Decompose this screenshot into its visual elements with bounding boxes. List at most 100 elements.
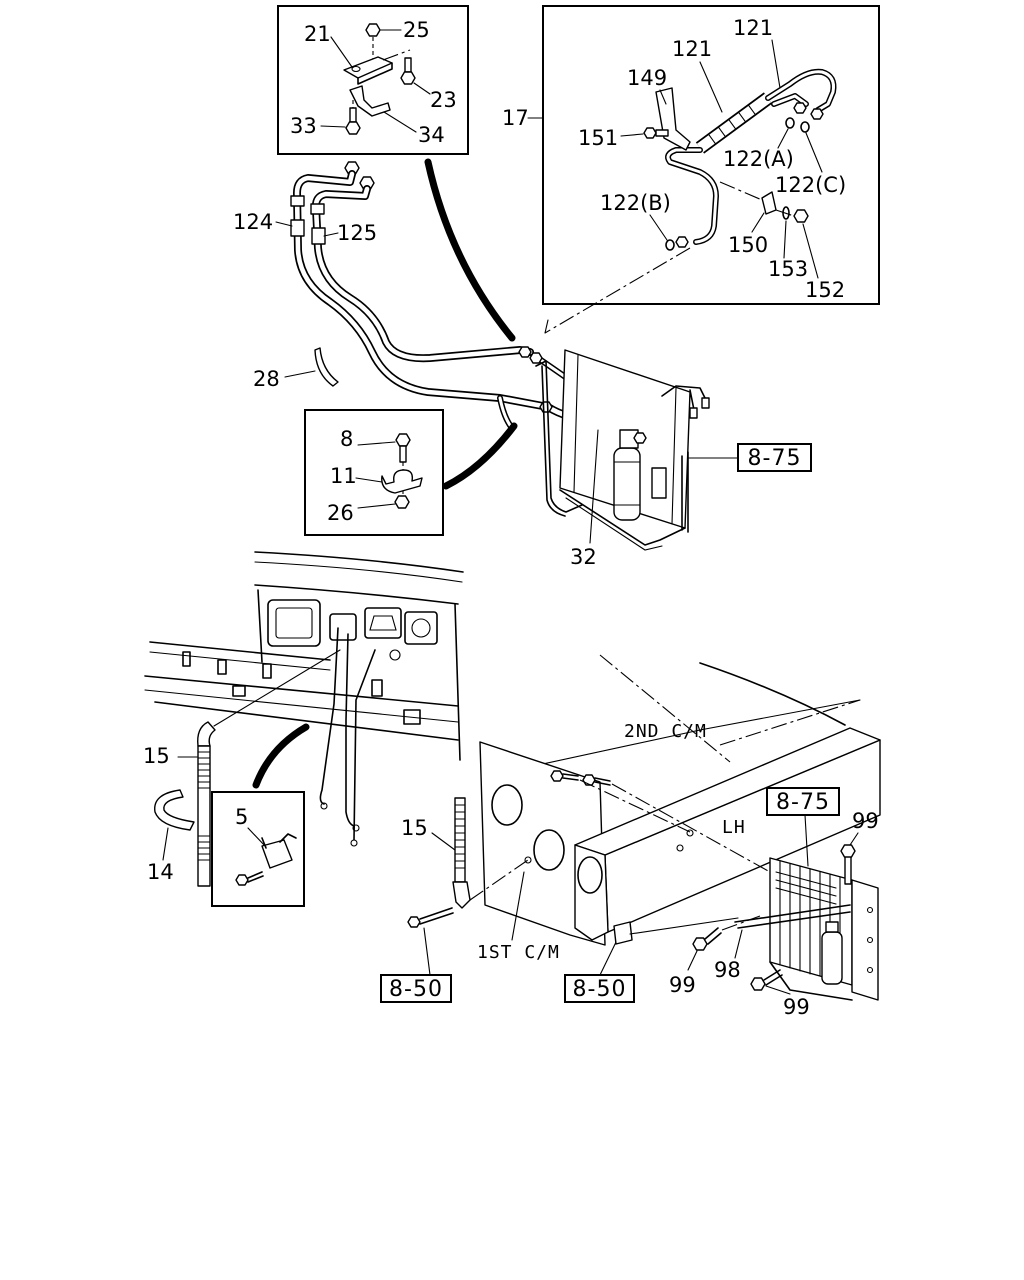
callout-152: 152 xyxy=(805,278,845,302)
frame-bracket xyxy=(182,651,191,667)
hose-coupler xyxy=(290,219,305,237)
condenser-upper xyxy=(535,349,710,551)
bolt-guide xyxy=(611,783,771,873)
switch-bolt-head xyxy=(235,874,249,886)
leader-1st-cm xyxy=(511,871,525,941)
note-first-cm: 1ST C/M xyxy=(477,942,560,963)
leader-21 xyxy=(330,36,353,68)
callout-151: 151 xyxy=(578,126,618,150)
o-ring-122a xyxy=(785,117,795,129)
rail-hole xyxy=(676,844,684,852)
drain-hose-ribs xyxy=(454,804,466,869)
callout-149: 149 xyxy=(627,66,667,90)
callout-11: 11 xyxy=(330,464,357,488)
note-second-cm: 2ND C/M xyxy=(624,721,707,742)
hose-guide xyxy=(469,859,529,901)
detail-pointer-arc xyxy=(442,422,518,490)
leader-34 xyxy=(383,111,417,133)
centerline xyxy=(719,699,861,746)
callout-17: 17 xyxy=(502,106,529,130)
frame-bracket xyxy=(535,360,583,513)
detail-pointer-arc xyxy=(424,158,516,342)
leader-23 xyxy=(413,82,431,95)
callout-33: 33 xyxy=(290,114,317,138)
fin xyxy=(775,879,837,897)
mount-link xyxy=(629,917,739,935)
frame-hole xyxy=(389,649,401,661)
rail-hole xyxy=(686,829,694,837)
cross-member-line xyxy=(144,689,459,723)
wire-terminal xyxy=(701,397,710,409)
hose-121-ribs xyxy=(707,104,757,145)
pipe-nut xyxy=(539,401,553,413)
callout-153: 153 xyxy=(768,257,808,281)
callout-5: 5 xyxy=(235,805,248,829)
bolt-8-shaft xyxy=(399,445,407,463)
core-edge xyxy=(573,354,579,493)
bolt-99-shaft xyxy=(704,927,722,945)
panel-edge xyxy=(454,603,461,761)
core-edge xyxy=(671,387,677,525)
rib xyxy=(737,111,747,123)
inset-frame xyxy=(542,5,880,305)
leader-122a xyxy=(777,128,789,149)
callout-32: 32 xyxy=(570,545,597,569)
leader-153 xyxy=(783,220,787,259)
callout-122b: 122(B) xyxy=(600,191,671,215)
leader-99 xyxy=(849,832,859,846)
drain-hose-elbow xyxy=(197,721,216,747)
rail-cutout xyxy=(577,856,603,894)
note-lh: LH xyxy=(722,817,746,838)
bolt-23-head xyxy=(400,71,416,85)
inset-frame xyxy=(304,409,444,536)
callout-15: 15 xyxy=(401,816,428,840)
side-rod xyxy=(681,451,689,533)
nut-25 xyxy=(365,23,381,37)
rib xyxy=(717,126,727,138)
callout-15: 15 xyxy=(143,744,170,768)
leader-121-top xyxy=(771,39,781,89)
cross-member-line xyxy=(144,675,459,707)
pipe-nut xyxy=(793,102,807,114)
cab-outline xyxy=(699,662,846,726)
mount-tab xyxy=(613,921,633,945)
harness-wire xyxy=(661,385,707,411)
harness-wire xyxy=(353,649,376,841)
centerline xyxy=(599,654,731,763)
inset-clamp-hardware: 8 11 26 xyxy=(304,409,444,536)
callout-21: 21 xyxy=(304,22,331,46)
bolt-8-head xyxy=(395,433,411,447)
panel-opening-inner xyxy=(275,607,313,639)
frame-bracket xyxy=(262,663,272,679)
ref-box-8-50 xyxy=(380,974,452,1003)
cab-panel-area xyxy=(144,551,464,847)
protector-28-shape xyxy=(314,347,339,387)
pipe-125-outline xyxy=(311,185,534,363)
callout-98: 98 xyxy=(714,958,741,982)
hose-route-line xyxy=(213,649,341,727)
hose-coupler xyxy=(311,227,326,245)
pipe-124-fill xyxy=(294,171,551,410)
wire-terminal xyxy=(352,824,360,832)
bolt-guide xyxy=(721,915,761,931)
callout-122a: 122(A) xyxy=(723,147,794,171)
bracket-hole xyxy=(866,906,874,914)
panel-line xyxy=(254,584,459,605)
pipe-nut xyxy=(529,352,543,364)
callout-121: 121 xyxy=(733,16,773,40)
bottom-rail xyxy=(559,489,686,546)
rib xyxy=(727,118,737,130)
ref-8-50: 8-50 xyxy=(573,977,627,1002)
leader-8-50 xyxy=(599,937,619,976)
pipe-nut xyxy=(675,236,689,248)
protector-28: 28 xyxy=(253,347,339,391)
hose-coupler xyxy=(290,195,305,207)
bolt-99-head xyxy=(692,937,708,951)
wire-terminal xyxy=(320,802,328,810)
bolt-99-shaft xyxy=(844,855,852,885)
leader-28 xyxy=(284,370,316,378)
callout-99: 99 xyxy=(783,995,810,1019)
cross-member-line xyxy=(149,641,331,661)
condenser-lower: 99 98 99 99 xyxy=(669,809,879,1019)
